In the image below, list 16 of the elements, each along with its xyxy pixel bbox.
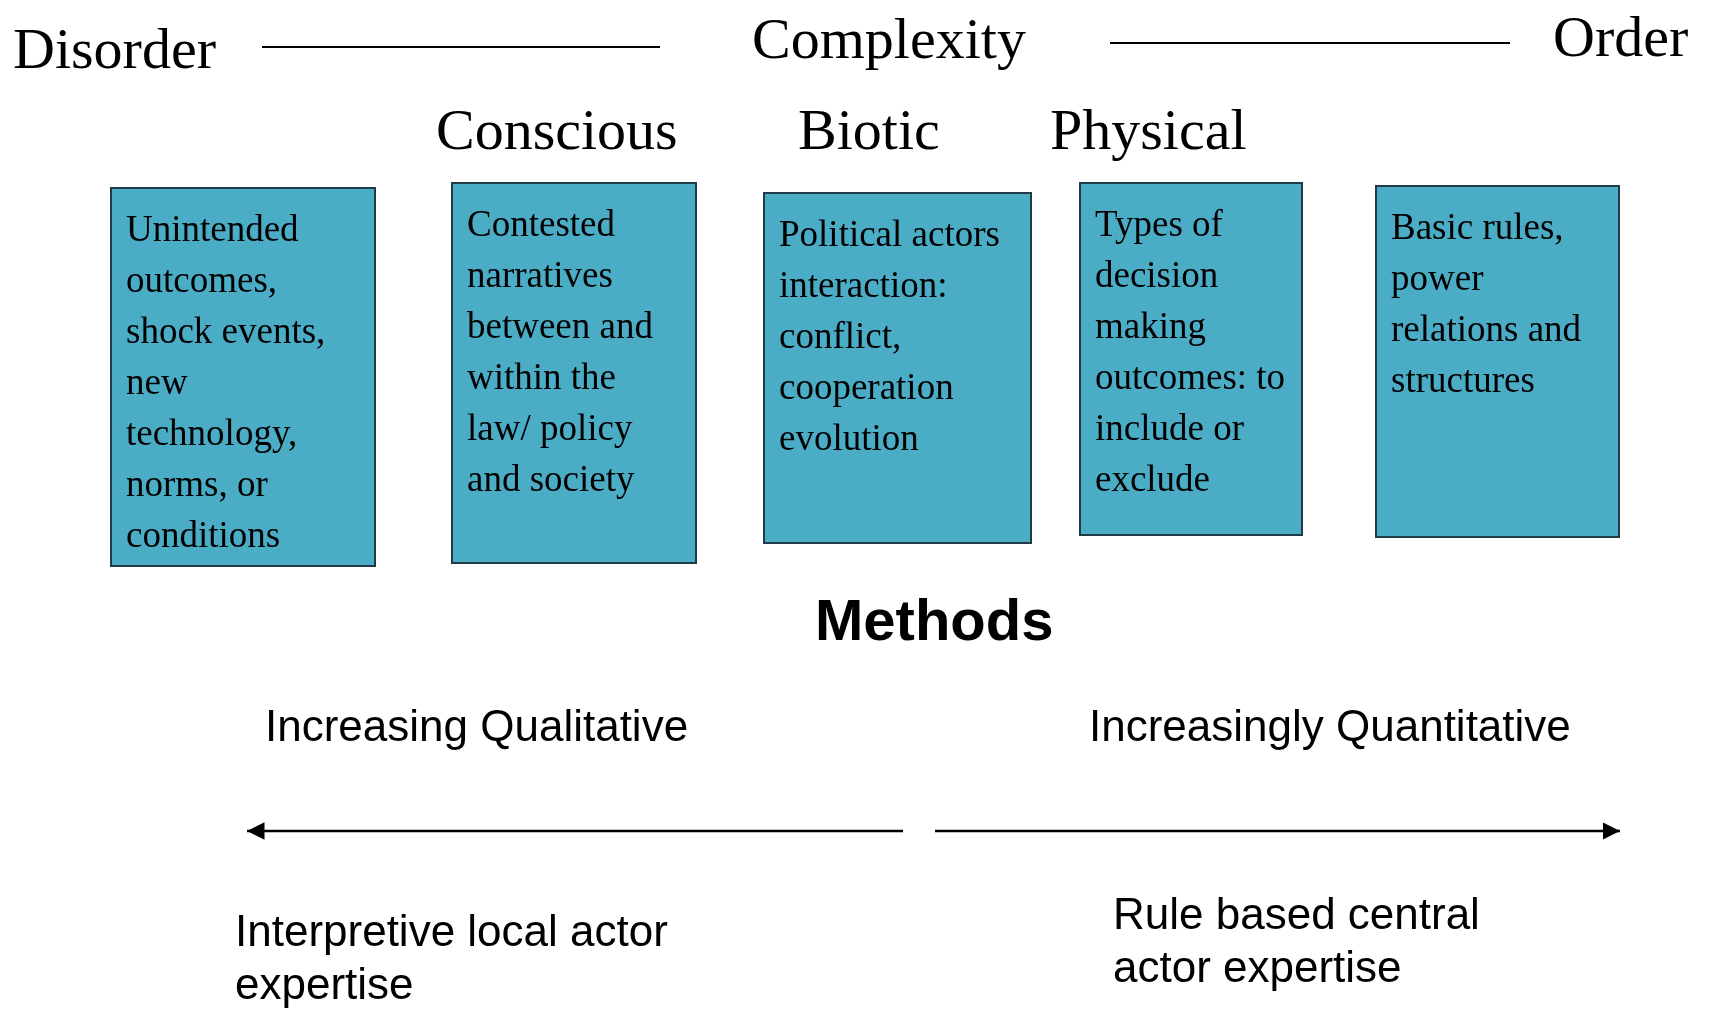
section-heading: Methods [815, 586, 1054, 654]
scale-end-label: Disorder [13, 15, 216, 83]
arrow-caption: Increasing Qualitative [265, 700, 689, 752]
column-heading: Conscious [436, 96, 678, 164]
column-heading: Biotic [798, 96, 940, 164]
scale-end-label: Order [1553, 3, 1689, 71]
expertise-note: Interpretive local actor expertise [235, 905, 669, 1010]
text-box: Unintended outcomes, shock events, new technology, norms, or conditions [110, 187, 376, 567]
arrow-caption: Increasingly Quantitative [1089, 700, 1571, 752]
column-heading: Physical [1050, 96, 1247, 164]
text-box: Types of decision making outcomes: to include or exclude [1079, 182, 1303, 536]
text-box: Contested narratives between and within the law/ policy and society [451, 182, 697, 564]
text-box: Political actors interaction: conflict, cooperation evolution [763, 192, 1032, 544]
expertise-note: Rule based central actor expertise [1113, 888, 1481, 993]
text-box: Basic rules, power relations and structures [1375, 185, 1620, 538]
scale-title: Complexity [752, 5, 1026, 73]
